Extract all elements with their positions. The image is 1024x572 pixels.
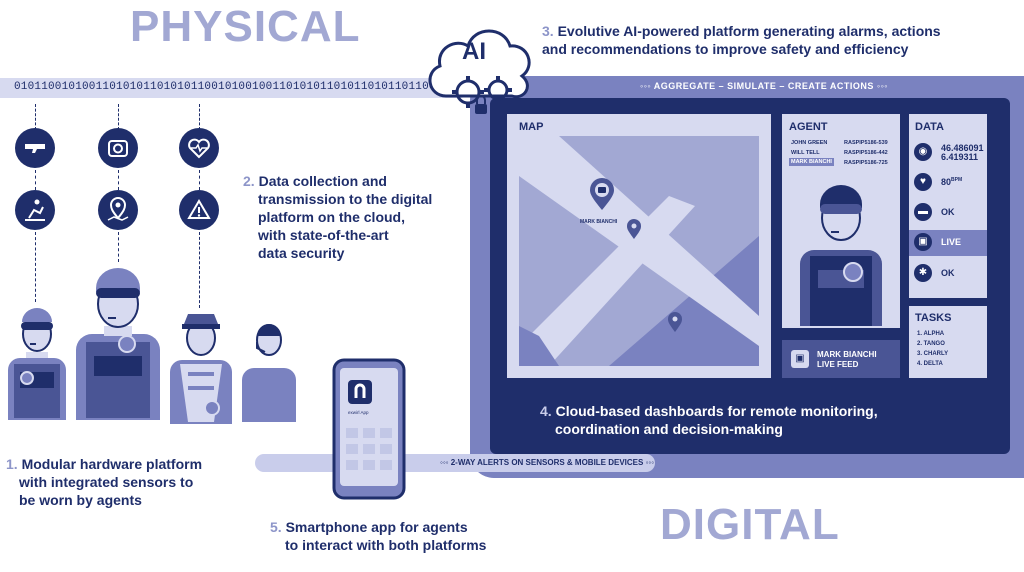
task-item[interactable]: 3. CHARLY xyxy=(917,351,949,357)
longitude-value: 6.419311 xyxy=(941,152,979,162)
agent-illustration-operator xyxy=(242,324,296,422)
digital-title: DIGITAL xyxy=(660,500,840,549)
step-1-text: 1. Modular hardware platform with integr… xyxy=(6,456,203,508)
step-5-text: 5. Smartphone app for agents to interact… xyxy=(270,519,487,553)
data-title: DATA xyxy=(915,121,944,133)
agent-row-name-selected[interactable]: MARK BIANCHI xyxy=(789,158,834,166)
data-row-heart: ♥ 80BPM xyxy=(909,170,987,196)
fall-status: OK xyxy=(941,268,955,278)
step-4-text: 4. Cloud-based dashboards for remote mon… xyxy=(540,403,878,437)
step-2-text: 2. Data collection and transmission to t… xyxy=(243,173,433,261)
agent-illustration-helmet xyxy=(76,268,160,420)
connector-line xyxy=(199,170,200,190)
bitstream-band xyxy=(0,78,470,98)
map-pin-icon[interactable] xyxy=(627,219,641,239)
task-item[interactable]: 4. DELTA xyxy=(917,361,943,367)
map-pin-icon[interactable] xyxy=(668,312,682,332)
data-row-camera[interactable]: ▣ LIVE xyxy=(909,230,987,256)
connector-line xyxy=(118,170,119,190)
agent-row-name[interactable]: WILL TELL xyxy=(791,150,820,156)
data-row-location: ◉ 46.486091 6.419311 xyxy=(909,140,987,166)
agent-map-marker-icon[interactable] xyxy=(589,178,615,210)
heart-icon: ♥ xyxy=(914,173,932,191)
connector-line xyxy=(199,104,200,130)
flow-label-top: ◦◦◦ AGGREGATE – SIMULATE – CREATE ACTION… xyxy=(640,81,888,91)
agent-title: AGENT xyxy=(789,121,828,133)
selected-agent-portrait xyxy=(800,185,882,326)
ai-cloud-icon xyxy=(428,29,531,114)
agent-illustration-goggles xyxy=(8,308,66,420)
gun-sensor-icon xyxy=(15,128,55,168)
heart-rate-sensor-icon xyxy=(179,128,219,168)
physical-title: PHYSICAL xyxy=(130,2,361,51)
agent-row-id: RASPIP5186-725 xyxy=(844,160,888,166)
data-row-weapon: ▬ OK xyxy=(909,200,987,226)
agent-row-id: RASPIP5186-539 xyxy=(844,140,888,146)
connector-line xyxy=(35,104,36,130)
map-canvas[interactable] xyxy=(519,136,759,366)
location-icon: ◉ xyxy=(914,143,932,161)
step-3-text: 3. Evolutive AI-powered platform generat… xyxy=(542,23,941,57)
agent-row-name[interactable]: JOHN GREEN xyxy=(791,140,828,146)
task-item[interactable]: 2. TANGO xyxy=(917,341,945,347)
connector-line xyxy=(118,104,119,130)
agent-illustration-police xyxy=(170,314,232,424)
fall-icon: ✱ xyxy=(914,264,932,282)
agent-row-id: RASPIP5186-442 xyxy=(844,150,888,156)
alert-sensor-icon xyxy=(179,190,219,230)
data-row-fall: ✱ OK xyxy=(909,261,987,287)
connector-line xyxy=(199,232,200,308)
latitude-value: 46.486091 xyxy=(941,143,984,153)
smartphone-illustration xyxy=(332,358,406,500)
weapon-status: OK xyxy=(941,207,955,217)
connector-line xyxy=(35,170,36,190)
location-sensor-icon xyxy=(98,190,138,230)
map-title: MAP xyxy=(519,121,544,133)
camera-sensor-icon xyxy=(98,128,138,168)
map-marker-label: MARK BIANCHI xyxy=(580,219,618,225)
tasks-card xyxy=(909,306,987,378)
task-item[interactable]: 1. ALPHA xyxy=(917,331,945,337)
camera-feed-icon: ▣ xyxy=(791,350,809,368)
ai-label: AI xyxy=(462,38,486,65)
camera-status: LIVE xyxy=(941,237,962,247)
connector-line xyxy=(35,232,36,302)
tasks-title: TASKS xyxy=(915,312,952,324)
app-label: exwirl App xyxy=(348,410,369,415)
gun-icon: ▬ xyxy=(914,203,932,221)
connector-line xyxy=(118,232,119,262)
bitstream-text: 0101100101001101010110101011001010010011… xyxy=(14,81,454,93)
fall-sensor-icon xyxy=(15,190,55,230)
camera-icon: ▣ xyxy=(914,233,932,251)
flow-label-bottom: ◦◦◦ 2-WAY ALERTS ON SENSORS & MOBILE DEV… xyxy=(440,458,655,467)
heart-rate-value: 80BPM xyxy=(941,177,963,187)
